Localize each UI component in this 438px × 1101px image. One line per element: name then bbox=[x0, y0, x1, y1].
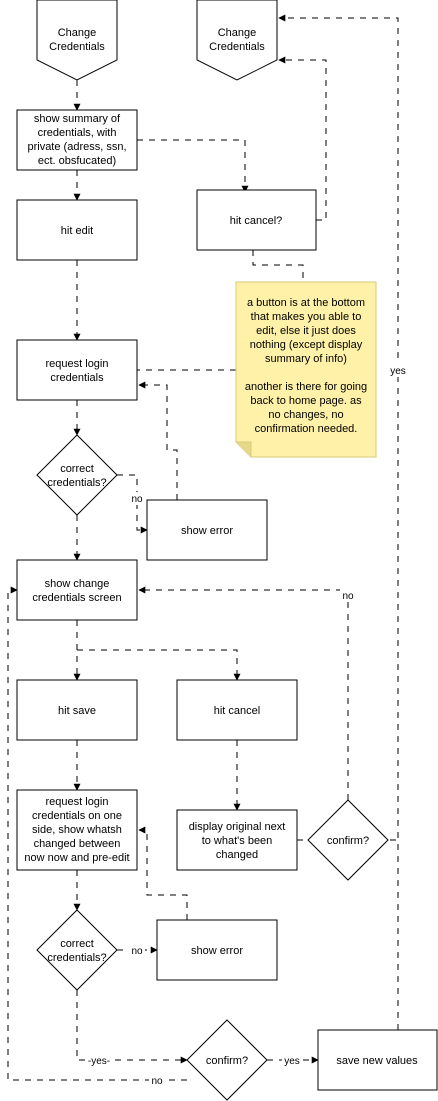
start-right-label-line-2: Credentials bbox=[209, 41, 265, 53]
note-line-3: edit, else it just does bbox=[256, 325, 356, 337]
hit-cancel-top-box bbox=[196, 189, 317, 251]
request-login-2-box bbox=[16, 789, 138, 871]
correct-2-label-line-2: credentials? bbox=[47, 952, 106, 964]
hit-edit-label: hit edit bbox=[61, 225, 93, 237]
confirm-2-diamond bbox=[186, 1019, 268, 1101]
node-labels: Change Credentials Change Credentials sh… bbox=[24, 27, 418, 1067]
correct-1-diamond bbox=[36, 434, 118, 516]
edge-label-no-confirm-2: no bbox=[151, 1076, 163, 1087]
sticky-note-shape bbox=[235, 281, 377, 458]
request-login-2-label-line-2: credentials on one bbox=[32, 810, 122, 822]
summary-label-line-1: show summary of bbox=[34, 113, 121, 125]
show-error-2-label: show error bbox=[191, 945, 243, 957]
summary-box bbox=[16, 109, 138, 171]
correct-1-label-line-2: credentials? bbox=[47, 477, 106, 489]
request-login-2-label-line-1: request login bbox=[46, 796, 109, 808]
correct-1-label-line-1: correct bbox=[60, 463, 94, 475]
note-line-9: no changes, no bbox=[268, 409, 343, 421]
edge-hit-cancel-to-start-right bbox=[278, 56, 327, 221]
show-error-2-box bbox=[156, 919, 278, 981]
save-new-box bbox=[317, 1029, 438, 1091]
hit-save-label: hit save bbox=[58, 705, 96, 717]
display-original-label-line-2: to what's been bbox=[202, 835, 273, 847]
nodes bbox=[16, 0, 438, 1101]
show-error-1-box bbox=[146, 499, 268, 561]
note-line-5: summary of info) bbox=[265, 353, 347, 365]
start-left-label-line-1: Change bbox=[58, 27, 97, 39]
request-login-box bbox=[16, 339, 138, 401]
correct-2-label-line-1: correct bbox=[60, 938, 94, 950]
edge-label-yes-correct-2: -yes- bbox=[88, 1056, 110, 1067]
start-right-shape bbox=[196, 0, 278, 81]
edge-label-yes-to-top: yes bbox=[390, 366, 406, 377]
hit-cancel-top-label: hit cancel? bbox=[230, 215, 283, 227]
sticky-note-fold bbox=[236, 441, 252, 457]
correct-2-diamond bbox=[36, 909, 118, 991]
edge-error-1-to-request-login bbox=[138, 381, 178, 500]
summary-label-line-4: ect. obsfucated) bbox=[38, 155, 116, 167]
edge-label-yes-confirm-2: yes bbox=[284, 1056, 300, 1067]
hit-cancel-label: hit cancel bbox=[214, 705, 260, 717]
edge-label-no-confirm-1: no bbox=[342, 591, 354, 602]
edge-hit-cancel-to-note bbox=[252, 250, 304, 282]
note-line-1: a button is at the bottom bbox=[247, 297, 365, 309]
display-original-box bbox=[176, 809, 298, 871]
hit-save-box bbox=[16, 679, 138, 741]
start-left-label-line-2: Credentials bbox=[49, 41, 105, 53]
change-screen-label-line-1: show change bbox=[45, 578, 110, 590]
hit-edit-box bbox=[16, 199, 138, 261]
request-login-label-line-2: credentials bbox=[50, 372, 104, 384]
save-new-label: save new values bbox=[336, 1055, 418, 1067]
note-line-10: confirmation needed. bbox=[255, 423, 358, 435]
summary-label-line-2: credentials, with bbox=[38, 127, 117, 139]
change-screen-box bbox=[16, 559, 138, 621]
request-login-2-label-line-5: now now and pre-edit bbox=[24, 852, 129, 864]
request-login-label-line-1: request login bbox=[46, 358, 109, 370]
summary-label-line-3: private (adress, ssn, bbox=[27, 141, 126, 153]
note-line-4: nothing (except display bbox=[250, 339, 363, 351]
show-error-1-label: show error bbox=[181, 525, 233, 537]
request-login-2-label-line-4: changed between bbox=[34, 838, 121, 850]
display-original-label-line-3: changed bbox=[216, 849, 258, 861]
edge-label-no-correct-2: no bbox=[131, 946, 143, 957]
confirm-2-label: confirm? bbox=[206, 1055, 248, 1067]
start-right-label-line-1: Change bbox=[218, 27, 257, 39]
edge-yes-to-start-right bbox=[278, 14, 399, 1030]
change-screen-label-line-2: credentials screen bbox=[32, 592, 121, 604]
confirm-1-diamond bbox=[307, 799, 389, 881]
hit-cancel-box bbox=[176, 679, 298, 741]
edge-summary-to-hit-cancel bbox=[137, 139, 249, 193]
note-line-2: that makes you able to bbox=[251, 311, 362, 323]
request-login-2-label-line-3: side, show whatsh bbox=[32, 824, 122, 836]
display-original-label-line-1: display original next bbox=[189, 821, 286, 833]
edge-correct-2-yes-to-confirm-2 bbox=[76, 990, 188, 1064]
edge-labels: no no yes no -yes- yes no bbox=[85, 364, 408, 1087]
edge-change-screen-to-hit-cancel bbox=[77, 649, 241, 681]
edge-confirm-2-no-to-change-screen bbox=[7, 586, 187, 1081]
note-line-7: another is there for going bbox=[245, 381, 367, 393]
edge-label-no-correct-1: no bbox=[131, 494, 143, 505]
edge-error-2-to-request-login-2 bbox=[138, 826, 188, 920]
note-line-8: back to home page. as bbox=[250, 395, 362, 407]
confirm-1-label: confirm? bbox=[327, 835, 369, 847]
start-left-shape bbox=[36, 0, 118, 81]
